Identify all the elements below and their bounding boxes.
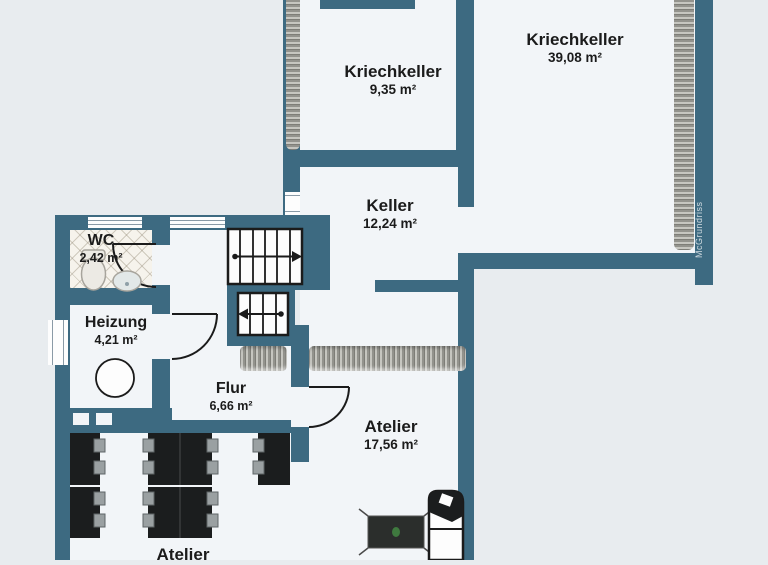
wall-segment — [55, 288, 170, 305]
room-name: Kriechkeller — [526, 30, 624, 49]
door-opening-heizung — [152, 314, 170, 359]
door-opening-wc — [152, 245, 170, 285]
wall-segment — [458, 253, 474, 560]
room-name: Atelier — [156, 545, 210, 564]
wall-segment — [170, 420, 291, 433]
watermark-text: McGrundriss — [694, 201, 704, 258]
wall-segment — [456, 0, 474, 167]
room-area: 9,35 m² — [369, 82, 417, 98]
wall-segment — [320, 0, 415, 9]
room-label-heizung: Heizung 4,21 m² — [66, 313, 166, 349]
room-name: Atelier — [364, 417, 418, 436]
door-opening-atelier — [291, 387, 309, 427]
room-label-kriechkeller-1: Kriechkeller 9,35 m² — [313, 61, 473, 99]
beam-column-left — [286, 0, 300, 150]
room-kriechkeller-1 — [300, 0, 456, 152]
room-area: 17,56 m² — [363, 437, 419, 453]
window-left — [48, 320, 68, 365]
window-column — [285, 192, 300, 215]
room-area: 39,08 m² — [547, 50, 603, 66]
room-name: WC — [87, 232, 115, 249]
room-name: Kriechkeller — [344, 62, 442, 81]
wall-niche — [73, 413, 89, 425]
wall-segment — [55, 215, 70, 560]
room-atelier-2 — [70, 433, 309, 560]
wall-segment — [695, 0, 713, 285]
window-top-mid — [170, 217, 225, 228]
room-label-atelier-2: Atelier — [103, 544, 263, 565]
room-label-kriechkeller-2: Kriechkeller 39,08 m² — [495, 29, 655, 67]
wall-segment — [375, 280, 458, 292]
room-atelier-1 — [309, 370, 466, 560]
room-name: Heizung — [84, 314, 148, 331]
wall-stairwell — [227, 290, 295, 346]
room-area: 6,66 m² — [209, 399, 253, 413]
beam-column-right — [674, 0, 694, 250]
wall-segment — [152, 359, 170, 408]
room-hall — [170, 230, 227, 357]
room-name: Keller — [366, 196, 414, 215]
wall-pillar — [291, 427, 309, 462]
beam-flur — [240, 346, 287, 371]
room-area: 12,24 m² — [362, 216, 418, 232]
wall-segment — [283, 150, 474, 167]
room-label-keller: Keller 12,24 m² — [310, 195, 470, 233]
beam-atelier — [309, 346, 466, 371]
room-area: 4,21 m² — [94, 333, 138, 347]
window-top-left — [88, 217, 142, 228]
wall-segment — [458, 253, 713, 269]
wall-pillar — [291, 325, 309, 387]
room-area: 2,42 m² — [79, 251, 123, 265]
wall-segment — [458, 167, 474, 207]
wall-segment — [152, 230, 170, 245]
room-name: Flur — [215, 380, 247, 397]
wall-niche — [96, 413, 112, 425]
room-kriechkeller-2 — [474, 0, 695, 253]
room-keller-passage — [458, 207, 474, 253]
room-label-atelier-1: Atelier 17,56 m² — [311, 416, 471, 454]
room-label-flur: Flur 6,66 m² — [181, 379, 281, 415]
room-label-wc: WC 2,42 m² — [61, 231, 141, 267]
